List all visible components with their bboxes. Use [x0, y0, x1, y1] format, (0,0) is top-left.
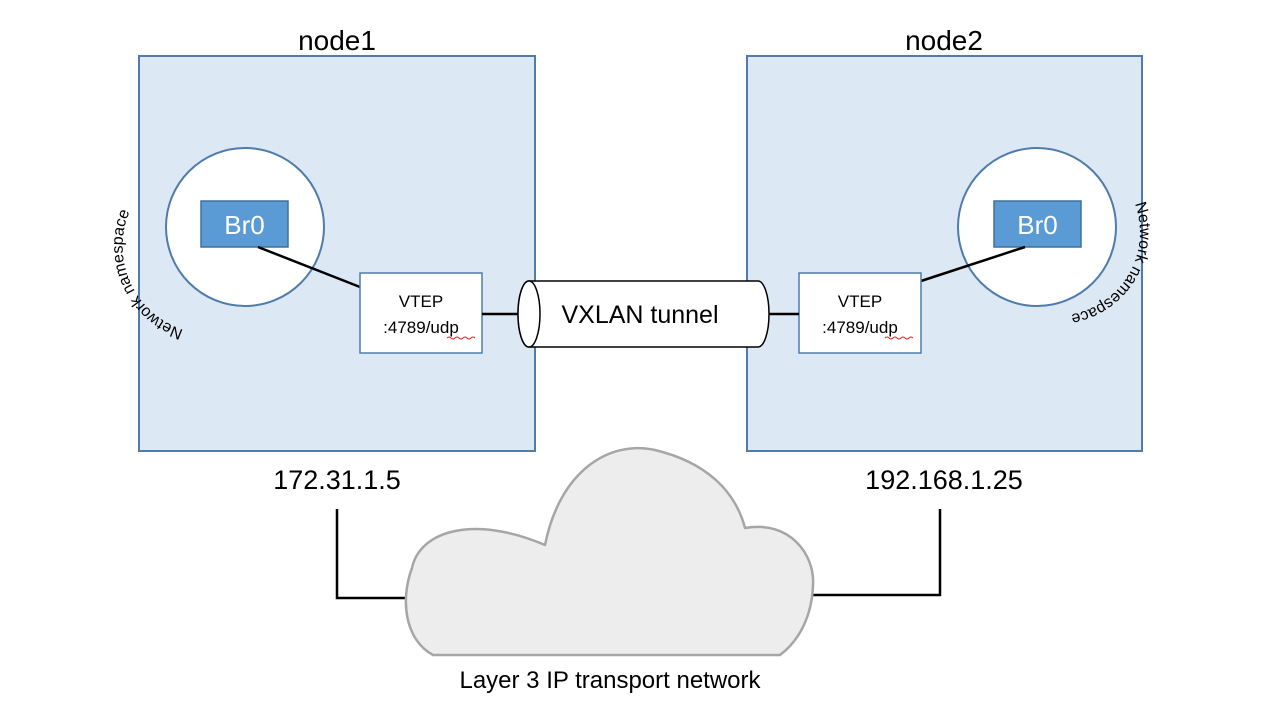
node2-bridge: [993, 200, 1082, 248]
tunnel-label: VXLAN tunnel: [561, 301, 718, 329]
node1-bridge: [200, 200, 289, 248]
transport-label: Layer 3 IP transport network: [459, 667, 761, 694]
node2: node2 Network namespace Br0 VTEP :4789/u…: [746, 25, 1153, 495]
vxlan-tunnel: VXLAN tunnel: [482, 280, 799, 348]
node2-ip: 192.168.1.25: [865, 465, 1023, 495]
node1-vtep-box: [359, 272, 483, 354]
node1-ip: 172.31.1.5: [273, 465, 401, 495]
node1-vtep-spellcheck-mark: [446, 336, 476, 340]
node2-uplink: [810, 509, 942, 597]
node1-vtep-title: VTEP: [399, 292, 443, 311]
node1-bridge-vtep-link: [257, 245, 361, 289]
node1-uplink: [335, 509, 410, 600]
node2-bridge-vtep-link: [920, 245, 1026, 283]
node1: node1 Network namespace Br0 VTEP :4789/u…: [110, 25, 536, 495]
tunnel-end-cap: [517, 280, 541, 348]
transport-cloud: [404, 446, 815, 657]
node2-vtep-title: VTEP: [838, 292, 882, 311]
node2-vtep-port: :4789/udp: [822, 318, 898, 337]
transport-network: Layer 3 IP transport network: [335, 446, 942, 694]
node1-vtep-port: :4789/udp: [383, 318, 459, 337]
node1-bridge-label: Br0: [224, 210, 264, 240]
node2-vtep-spellcheck-mark: [884, 336, 914, 340]
node2-bridge-label: Br0: [1017, 210, 1057, 240]
node2-title: node2: [905, 25, 983, 56]
node1-title: node1: [298, 25, 376, 56]
node2-vtep-box: [798, 272, 922, 354]
